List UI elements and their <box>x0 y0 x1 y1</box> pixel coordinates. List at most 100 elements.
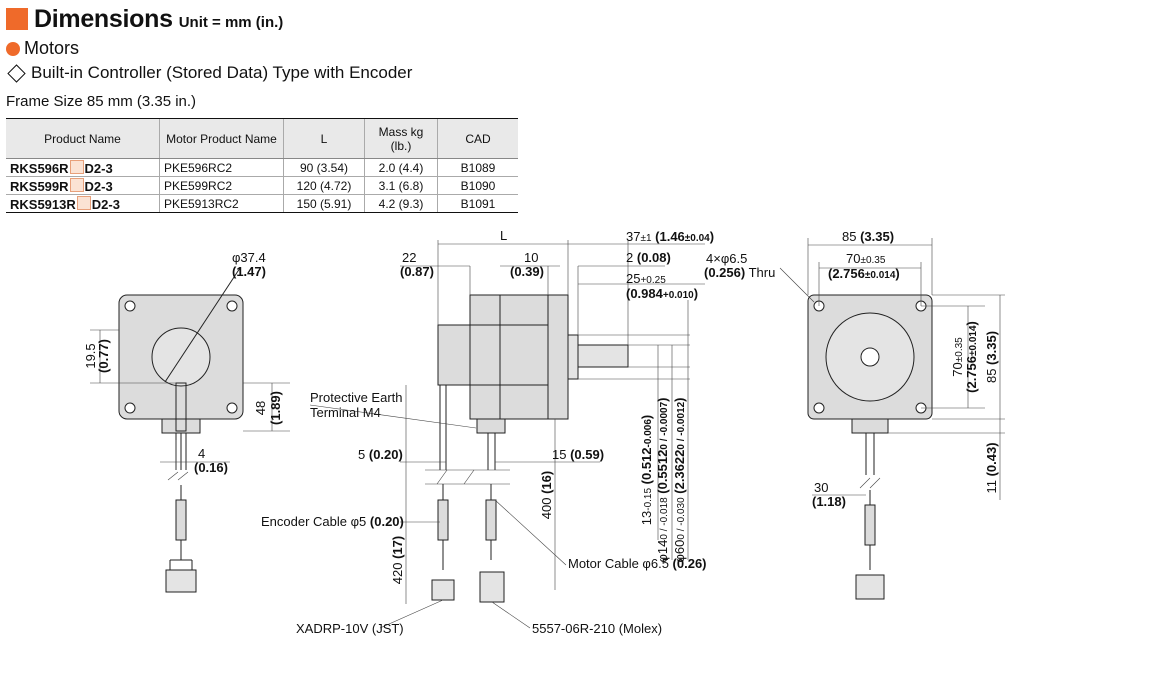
front-connector-plug <box>855 574 885 600</box>
dim-d15-in: (0.59) <box>570 447 604 462</box>
dim-d2: 2 (0.08) <box>626 250 671 265</box>
rear-view: φ37.4 (1.47) 19.5 (0.77) 48 (1.89) 4 (0.… <box>83 250 290 593</box>
dim-d10-in: (0.39) <box>510 264 544 279</box>
dim-d30-in: (1.18) <box>812 494 846 509</box>
leader-line <box>379 599 444 629</box>
dim-d400: 400 (16) <box>539 471 554 519</box>
dim-d37-val: 37 <box>626 229 640 244</box>
subsection-label: Built-in Controller (Stored Data) Type w… <box>31 63 413 82</box>
leader-line <box>494 499 567 566</box>
dim-d13-val: 13 <box>639 511 654 525</box>
dim-d25: 25+0.25 <box>626 271 666 286</box>
l-cell: 90 (3.54) <box>283 158 365 177</box>
cad-link[interactable]: B1091 <box>437 194 518 213</box>
dim-d195-val: 19.5 <box>83 343 98 368</box>
frame-size-label: Frame Size 85 mm (3.35 in.) <box>6 93 197 110</box>
subsection-heading: Built-in Controller (Stored Data) Type w… <box>6 63 412 83</box>
dim-d14-tol: 0 / -0.018 <box>659 497 670 540</box>
front-connector-housing <box>851 418 889 434</box>
dim-d13-close: ) <box>639 415 654 419</box>
dim-r70-in-line: (2.756±0.014) <box>828 266 900 281</box>
product-prefix: RKS599R <box>10 178 69 194</box>
dim-v70-in-tol: ±0.014 <box>968 325 979 356</box>
jst-label: XADRP-10V (JST) <box>296 621 404 636</box>
dim-d14-in: (0.5512 <box>655 450 670 494</box>
dim-d195-in: (0.77) <box>96 339 111 373</box>
dim-r70-close: ) <box>895 266 899 281</box>
dim-d420: 420 (17) <box>390 536 405 584</box>
mass-cell: 2.0 (4.4) <box>364 158 438 177</box>
section-label: Motors <box>24 38 80 58</box>
cad-link[interactable]: B1090 <box>437 176 518 195</box>
dim-d15: 15 (0.59) <box>552 447 604 462</box>
dim-v70-in-line: (2.756±0.014) <box>964 321 979 393</box>
front-cable-sleeve <box>864 504 876 546</box>
leader-line <box>779 267 815 303</box>
dim-d37-close: ) <box>710 229 714 244</box>
dim-d14-in-tol: 0 / -0.0007 <box>659 401 670 449</box>
header-product-name: Product Name <box>6 118 160 159</box>
dim-d11-in: (0.43) <box>984 442 999 476</box>
dim-d30: 30 <box>814 480 828 495</box>
mass-cell: 3.1 (6.8) <box>364 176 438 195</box>
l-cell: 120 (4.72) <box>283 176 365 195</box>
rear-mount-hole <box>226 402 238 414</box>
dim-v85-val: 85 <box>984 369 999 383</box>
title-text: Dimensions <box>34 4 173 33</box>
motor-cable-in: (0.26) <box>673 556 707 571</box>
section-heading: Motors <box>6 38 79 59</box>
holes-in: (0.256) <box>704 265 745 280</box>
dim-d14-val: φ14 <box>655 540 670 563</box>
motor-sleeve <box>485 499 497 541</box>
dim-d4-in: (0.16) <box>194 460 228 475</box>
side-pilot <box>567 334 579 380</box>
dim-d13-in-tol: -0.006 <box>643 419 654 448</box>
dim-r70-in-tol: ±0.014 <box>865 270 896 281</box>
product-suffix: D2-3 <box>84 178 113 194</box>
dim-d374: φ37.4 <box>232 250 266 265</box>
leader-line <box>164 267 241 383</box>
break-mark <box>167 471 189 481</box>
dim-r70-tol: ±0.35 <box>860 255 885 266</box>
dim-v70-tol: ±0.35 <box>954 337 965 362</box>
dim-d2-val: 2 <box>626 250 633 265</box>
dim-l: L <box>500 228 507 243</box>
dim-d25-in-line: (0.984+0.010) <box>626 286 698 301</box>
dim-d374-in: (1.47) <box>232 264 266 279</box>
pe-label-1: Protective Earth <box>310 390 403 405</box>
encoder-cable-text: Encoder Cable φ5 <box>261 514 366 529</box>
dim-d60-val: φ60 <box>672 540 687 563</box>
dim-d13-in: (0.512 <box>639 447 654 484</box>
dim-d14: φ140 / -0.018 (0.55120 / -0.0007) <box>655 397 670 562</box>
pe-label-2: Terminal M4 <box>310 405 381 420</box>
header-cad: CAD <box>437 118 518 159</box>
header-motor-product-name: Motor Product Name <box>159 118 284 159</box>
dim-d420-val: 420 <box>390 563 405 585</box>
placeholder-square-icon <box>76 195 91 210</box>
dim-d5-in: (0.20) <box>369 447 403 462</box>
dim-d400-in: (16) <box>539 471 554 494</box>
front-shaft-circle <box>860 347 880 367</box>
motor-cell: PKE596RC2 <box>159 158 284 177</box>
dim-r85: 85 (3.35) <box>842 229 894 244</box>
dim-v70-val: 70 <box>950 362 965 376</box>
side-connector-housing <box>476 418 506 434</box>
dim-d2-in: (0.08) <box>637 250 671 265</box>
dim-d195: 19.5 <box>83 343 98 368</box>
header-l: L <box>283 118 365 159</box>
placeholder-square-icon <box>69 159 84 174</box>
spec-table: Product Name Motor Product Name L Mass k… <box>6 118 518 213</box>
break-mark <box>436 469 475 485</box>
cad-link[interactable]: B1089 <box>437 158 518 177</box>
rear-mount-hole <box>124 402 136 414</box>
dim-d60-in-tol: 0 / -0.0012 <box>676 401 687 449</box>
placeholder-square-icon <box>69 177 84 192</box>
dim-d60-in: (2.3622 <box>672 450 687 494</box>
dim-r70: 70±0.35 <box>846 251 886 266</box>
dim-d37: 37±1 (1.46±0.04) <box>626 229 714 244</box>
dim-d48: 48 <box>253 401 268 415</box>
